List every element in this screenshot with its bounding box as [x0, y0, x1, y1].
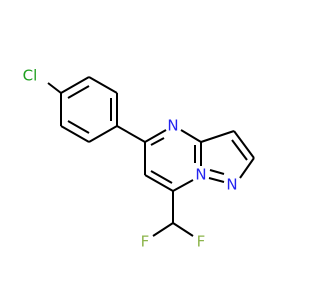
bond-phenyl-4 [88, 125, 118, 143]
bond-pyrazole-c3a-c3 [200, 130, 235, 143]
bond-pyrazole-n1-n8 [208, 177, 225, 183]
bond-pyrazole-c3-c2 [233, 130, 255, 159]
bridge-nitrogen-label: N [195, 166, 206, 184]
bond-chf2-f-left [152, 222, 174, 237]
bond-pyrimidine-double-1 [150, 137, 165, 146]
fluorine-left-label: F [141, 233, 150, 251]
bond-phenyl-2 [88, 76, 118, 94]
bond-phenyl-5 [60, 125, 90, 143]
bond-phenyl-double-1 [67, 85, 90, 99]
pyrimidine-nitrogen-label: N [167, 117, 178, 135]
bond-pyrimidine-c7-c6 [144, 174, 174, 192]
structure-diagram: Cl N N N F F [23, 67, 255, 251]
bond-pyrazole-c2-n1 [239, 157, 255, 179]
pyrazole-nitrogen-label: N [226, 176, 237, 194]
bond-pyrazole-double-2 [209, 169, 225, 175]
bond-phenyl-1 [60, 76, 90, 94]
bond-pyrimidine-c5-n4 [144, 129, 167, 143]
bond-phenyl-double-3 [67, 120, 90, 134]
bond-pyrimidine-double-3 [150, 170, 173, 184]
fluorine-right-label: F [197, 233, 206, 251]
bond-cl-c [47, 82, 62, 94]
bond-pyrimidine-n4-c3a [180, 129, 202, 143]
molecule-canvas: Cl N N N F F [22, 66, 255, 251]
bond-pyrazole-double-1 [231, 139, 248, 161]
bond-chf2-f-right [172, 222, 194, 237]
bond-phenyl-pyrimidine [116, 125, 146, 143]
bond-pyrimidine-n8-c7 [172, 179, 194, 192]
chlorine-label: Cl [23, 67, 38, 85]
